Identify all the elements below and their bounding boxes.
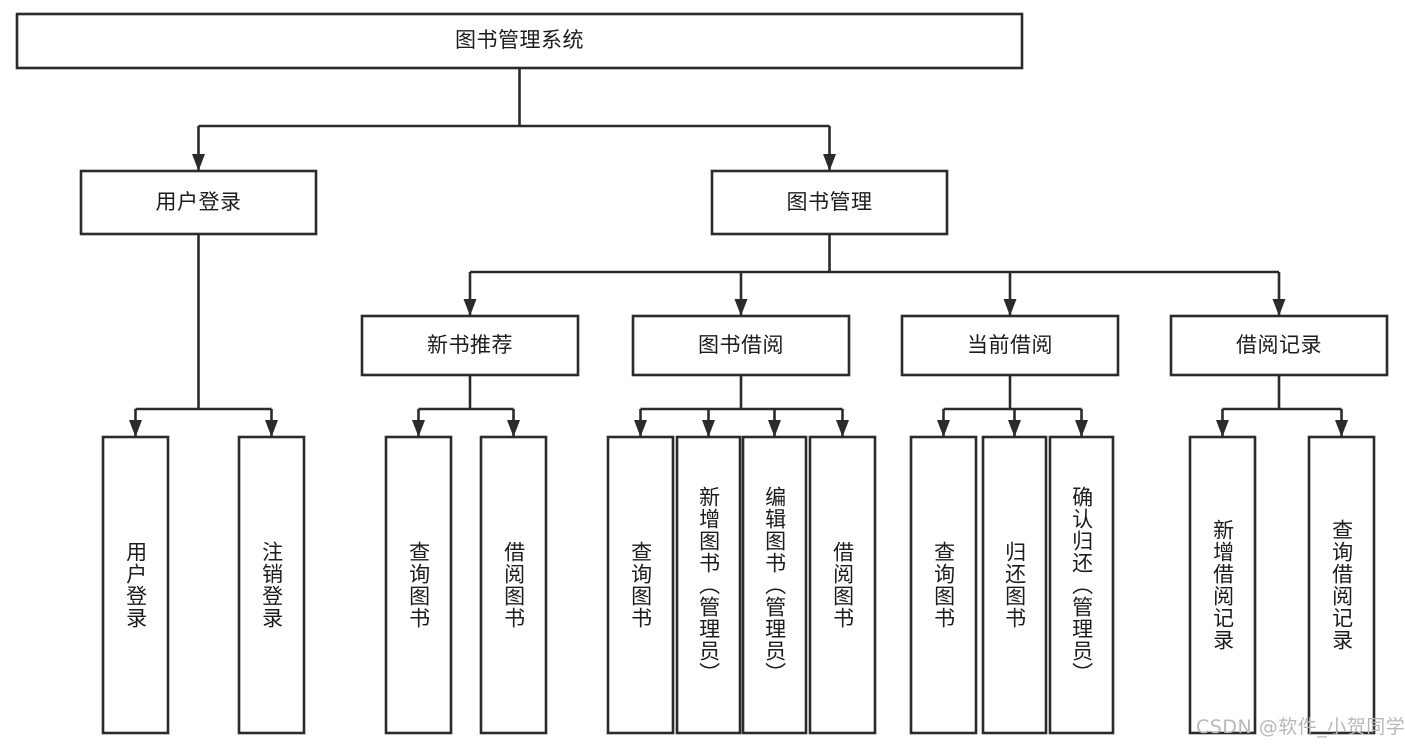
- node-box-current-borrow: [900, 314, 1120, 377]
- node-box-leaf-user-login: [101, 435, 170, 735]
- node-box-root: [15, 12, 1024, 70]
- node-label-new-book-rec: 新书推荐: [427, 332, 513, 357]
- connector-arrowhead: [1216, 420, 1229, 437]
- node-label-leaf-query-book-1: 查询图书: [406, 541, 431, 629]
- connector-arrowhead: [192, 154, 205, 171]
- node-box-leaf-edit-book: [741, 435, 808, 735]
- node-label-leaf-query-book-3: 查询图书: [931, 541, 956, 629]
- connector-arrowhead: [702, 420, 715, 437]
- node-box-book-manage: [710, 169, 949, 236]
- node-box-leaf-borrow-book-1: [479, 435, 548, 735]
- connector-arrowhead: [1335, 420, 1348, 437]
- node-label-user-login: 用户登录: [155, 189, 242, 214]
- node-label-book-manage: 图书管理: [786, 189, 873, 214]
- node-box-book-borrow: [631, 314, 851, 377]
- node-box-leaf-borrow-book-2: [808, 435, 877, 735]
- connector-arrowhead: [265, 420, 278, 437]
- node-label-leaf-return-book: 归还图书: [1002, 541, 1027, 629]
- node-label-current-borrow: 当前借阅: [967, 332, 1053, 357]
- node-box-leaf-add-record: [1188, 435, 1257, 735]
- node-box-leaf-return-book: [981, 435, 1048, 735]
- node-label-leaf-add-record: 新增借阅记录: [1210, 519, 1235, 651]
- connector-arrowhead: [507, 420, 520, 437]
- node-label-borrow-record: 借阅记录: [1236, 332, 1322, 357]
- connector-arrowhead: [412, 420, 425, 437]
- connector-arrowhead: [823, 154, 836, 171]
- node-box-leaf-add-book: [675, 435, 742, 735]
- node-box-leaf-query-book-2: [606, 435, 675, 735]
- node-label-root: 图书管理系统: [455, 28, 584, 53]
- node-label-leaf-query-record: 查询借阅记录: [1329, 519, 1354, 651]
- connector-arrowhead: [1075, 420, 1088, 437]
- node-label-book-borrow: 图书借阅: [698, 332, 784, 357]
- node-label-leaf-borrow-book-2: 借阅图书: [830, 541, 855, 629]
- node-box-leaf-logout: [237, 435, 306, 735]
- connector-arrowhead: [768, 420, 781, 437]
- node-box-leaf-confirm-return: [1048, 435, 1115, 735]
- node-label-leaf-query-book-2: 查询图书: [628, 541, 653, 629]
- node-box-user-login: [79, 169, 318, 236]
- node-box-borrow-record: [1169, 314, 1389, 377]
- connector-layer: [129, 68, 1348, 437]
- connector-arrowhead: [634, 420, 647, 437]
- node-label-leaf-logout: 注销登录: [259, 541, 284, 629]
- node-box-leaf-query-book-1: [384, 435, 453, 735]
- node-label-leaf-borrow-book-1: 借阅图书: [501, 541, 526, 629]
- node-label-leaf-confirm-return: 确认归还（管理员）: [1069, 486, 1094, 684]
- node-box-layer: [15, 12, 1389, 735]
- node-label-leaf-edit-book: 编辑图书（管理员）: [762, 486, 787, 684]
- node-box-leaf-query-book-3: [909, 435, 978, 735]
- connector-arrowhead: [836, 420, 849, 437]
- node-label-leaf-add-book: 新增图书（管理员）: [696, 486, 721, 684]
- connector-arrowhead: [1003, 299, 1017, 316]
- node-label-leaf-user-login: 用户登录: [123, 541, 148, 629]
- connector-arrowhead: [734, 299, 748, 316]
- connector-arrowhead: [463, 299, 477, 316]
- connector-arrowhead: [1008, 420, 1021, 437]
- connector-arrowhead: [937, 420, 950, 437]
- connector-arrowhead: [1272, 299, 1286, 316]
- connector-arrowhead: [129, 420, 142, 437]
- node-box-new-book-rec: [360, 314, 580, 377]
- node-box-leaf-query-record: [1307, 435, 1376, 735]
